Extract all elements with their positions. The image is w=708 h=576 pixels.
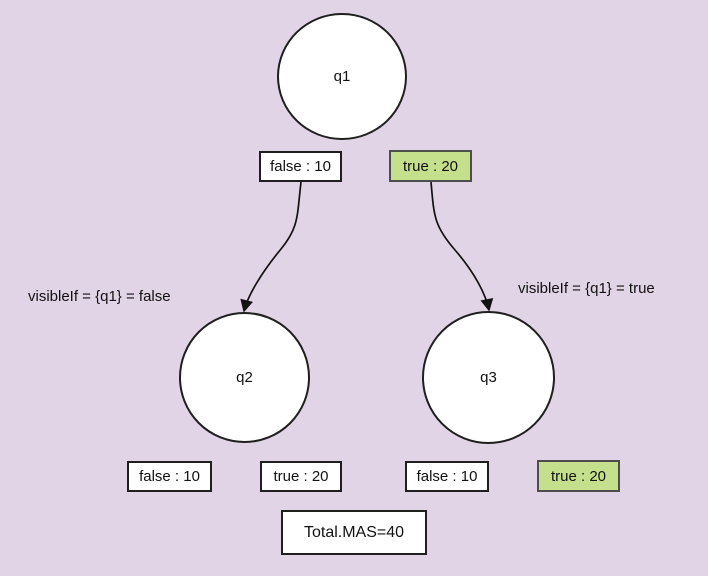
option-box-q3-true-highlighted: true : 20 xyxy=(537,460,620,492)
edge-q1true-to-q3 xyxy=(430,181,494,312)
node-q1-label: q1 xyxy=(333,68,351,85)
node-q2: q2 xyxy=(179,312,310,443)
option-box-q2-false: false : 10 xyxy=(127,461,212,492)
node-q3: q3 xyxy=(422,311,555,444)
node-q1: q1 xyxy=(277,13,407,140)
node-q2-label: q2 xyxy=(236,369,253,386)
node-q3-label: q3 xyxy=(480,369,497,386)
option-box-q2-true: true : 20 xyxy=(260,461,342,492)
option-box-q1-true-highlighted: true : 20 xyxy=(389,150,472,182)
option-box-q3-false: false : 10 xyxy=(405,461,489,492)
visibleif-true-label: visibleIf = {q1} = true xyxy=(518,280,655,297)
total-score-box: Total.MAS=40 xyxy=(281,510,427,555)
option-box-q1-false: false : 10 xyxy=(259,151,342,182)
visibleif-false-label: visibleIf = {q1} = false xyxy=(28,288,171,305)
edge-q1false-to-q2 xyxy=(240,181,302,313)
